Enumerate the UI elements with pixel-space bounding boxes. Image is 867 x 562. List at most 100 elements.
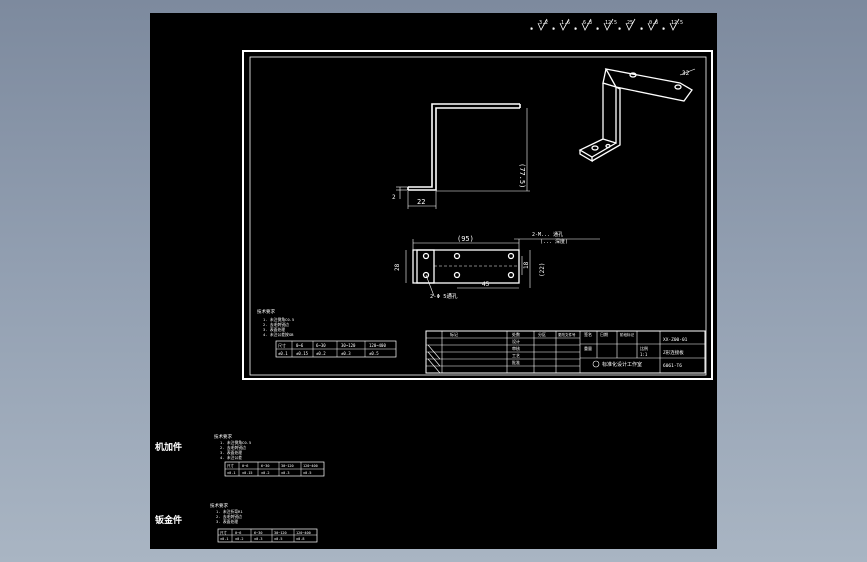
svg-text:分区: 分区 <box>538 331 546 337</box>
svg-text:±0.3: ±0.3 <box>341 351 351 356</box>
svg-text:6~30: 6~30 <box>261 464 269 468</box>
svg-text:✱: ✱ <box>530 26 533 32</box>
thread-callout-2: (... 深度) <box>540 238 568 245</box>
svg-text:120~400: 120~400 <box>303 464 318 468</box>
svg-text:±0.3: ±0.3 <box>281 471 289 475</box>
side-note-label: 机加件 <box>155 441 182 453</box>
svg-text:✱: ✱ <box>574 26 577 32</box>
material: 6061-T6 <box>663 363 682 369</box>
svg-text:0~6: 0~6 <box>296 343 304 348</box>
svg-text:±0.2: ±0.2 <box>316 351 326 356</box>
svg-text:25: 25 <box>627 20 633 26</box>
tech-note: 4. 未注公差按GB <box>263 332 294 337</box>
roughness-symbol: ✱ 12.5 <box>662 18 683 32</box>
svg-text:重量: 重量 <box>584 345 592 351</box>
svg-text:3. 表面处理: 3. 表面处理 <box>216 519 238 524</box>
roughness-symbol-row: ✱ 3.2 ✱ 1.6 ✱ 6.3 ✱ 12.5 ✱ 25 ✱ 0.8 <box>530 18 683 32</box>
svg-text:设计: 设计 <box>512 338 520 344</box>
title-block[interactable] <box>425 330 706 374</box>
svg-text:±0.3: ±0.3 <box>254 537 262 541</box>
iso-angle-mark <box>679 68 696 76</box>
svg-text:±0.2: ±0.2 <box>235 537 243 541</box>
svg-text:2. 去毛刺锐边: 2. 去毛刺锐边 <box>220 445 246 450</box>
svg-text:±0.5: ±0.5 <box>274 537 282 541</box>
dim-top-length: (95) <box>457 235 474 243</box>
svg-text:0~6: 0~6 <box>235 531 241 535</box>
front-view <box>407 103 521 191</box>
dim-front-thickness: 2 <box>392 194 396 201</box>
company-name: 标准化设计工作室 <box>602 361 642 368</box>
svg-text:6~30: 6~30 <box>316 343 326 348</box>
svg-text:签名: 签名 <box>584 331 592 337</box>
tech-notes: 技术要求 1. 未注倒角C0.5 2. 去毛刺锐边 3. 表面处理 4. 未注公… <box>257 308 294 337</box>
svg-text:技术要求: 技术要求 <box>214 433 232 440</box>
svg-text:✱: ✱ <box>596 26 599 32</box>
roughness-symbol: ✱ 3.2 <box>530 18 548 32</box>
roughness-symbol: ✱ 1.6 <box>552 18 570 32</box>
svg-text:尺寸: 尺寸 <box>227 463 234 468</box>
svg-text:2. 去毛刺锐边: 2. 去毛刺锐边 <box>216 514 242 519</box>
svg-text:12.5: 12.5 <box>605 20 617 26</box>
svg-text:尺寸: 尺寸 <box>220 530 227 535</box>
svg-text:3. 表面处理: 3. 表面处理 <box>220 450 242 455</box>
svg-text:3.2: 3.2 <box>539 20 548 26</box>
svg-text:✱: ✱ <box>662 26 665 32</box>
svg-text:✱: ✱ <box>618 26 621 32</box>
svg-text:±0.5: ±0.5 <box>303 471 311 475</box>
svg-text:±0.8: ±0.8 <box>296 537 304 541</box>
top-view-dims <box>405 238 600 297</box>
tech-note: 3. 表面处理 <box>263 327 285 332</box>
svg-text:12.5: 12.5 <box>671 20 683 26</box>
roughness-symbol: ✱ 6.3 <box>574 18 592 32</box>
front-view-dims <box>396 108 530 209</box>
drawing-inner-frame <box>249 56 707 376</box>
svg-text:0~6: 0~6 <box>242 464 248 468</box>
roughness-symbol: ✱ 12.5 <box>596 18 617 32</box>
svg-text:技术要求: 技术要求 <box>210 502 228 509</box>
svg-text:6.3: 6.3 <box>583 20 592 26</box>
projection-symbol <box>592 360 600 368</box>
cad-drawing: ✱ 3.2 ✱ 1.6 ✱ 6.3 ✱ 12.5 ✱ 25 ✱ 0.8 <box>155 18 713 543</box>
svg-text:±0.1: ±0.1 <box>278 351 288 356</box>
thread-callout-1: 2-M... 通孔 <box>532 231 563 238</box>
svg-text:1. 未注折弯R1: 1. 未注折弯R1 <box>216 509 243 514</box>
svg-text:6~30: 6~30 <box>254 531 262 535</box>
cad-viewport[interactable]: ✱ 3.2 ✱ 1.6 ✱ 6.3 ✱ 12.5 ✱ 25 ✱ 0.8 <box>150 13 717 549</box>
roughness-symbol: ✱ 25 <box>618 18 636 32</box>
svg-text:标记: 标记 <box>450 331 458 337</box>
svg-text:审核: 审核 <box>512 345 520 351</box>
top-view <box>412 249 520 284</box>
iso-angle-label: 32 <box>682 70 690 77</box>
svg-text:1:1: 1:1 <box>640 352 648 357</box>
svg-text:±0.15: ±0.15 <box>296 351 309 356</box>
svg-text:120~400: 120~400 <box>369 343 386 348</box>
svg-text:4. 未注公差: 4. 未注公差 <box>220 455 242 460</box>
svg-text:批准: 批准 <box>512 359 520 365</box>
svg-text:120~400: 120~400 <box>296 531 311 535</box>
svg-text:30~120: 30~120 <box>274 531 287 535</box>
dim-bottom: 45 <box>482 281 490 288</box>
svg-text:日期: 日期 <box>600 331 608 337</box>
svg-text:✱: ✱ <box>552 26 555 32</box>
isometric-view <box>578 68 693 163</box>
svg-text:0.8: 0.8 <box>649 20 658 26</box>
svg-text:±0.1: ±0.1 <box>220 537 228 541</box>
svg-text:±0.15: ±0.15 <box>242 471 253 475</box>
drawing-outer-frame <box>242 50 713 380</box>
svg-text:±0.5: ±0.5 <box>369 351 379 356</box>
svg-text:✱: ✱ <box>640 26 643 32</box>
title-block-text: 标记 处数 分区 更改文件号 签名 日期 设计 审核 工艺 批准 阶段标记 重量… <box>450 331 688 369</box>
svg-text:处数: 处数 <box>512 331 520 337</box>
dim-hole-spacing: 18 <box>523 261 530 269</box>
dim-front-width: 22 <box>417 198 425 206</box>
tech-notes-title: 技术要求 <box>257 308 275 315</box>
dim-front-height: (77.5) <box>518 163 526 188</box>
side-note-label: 钣金件 <box>155 514 182 526</box>
svg-text:30~120: 30~120 <box>281 464 294 468</box>
svg-text:更改文件号: 更改文件号 <box>558 332 576 337</box>
side-note-group-machined: 机加件 技术要求 1. 未注倒角C0.5 2. 去毛刺锐边 3. 表面处理 4.… <box>155 433 325 477</box>
tech-note: 1. 未注倒角C0.5 <box>263 317 294 322</box>
drawing-number: XX-Z00-01 <box>663 337 688 343</box>
svg-text:1. 未注倒角C0.5: 1. 未注倒角C0.5 <box>220 440 251 445</box>
side-note-group-sheetmetal: 钣金件 技术要求 1. 未注折弯R1 2. 去毛刺锐边 3. 表面处理 尺寸 0… <box>155 502 318 543</box>
